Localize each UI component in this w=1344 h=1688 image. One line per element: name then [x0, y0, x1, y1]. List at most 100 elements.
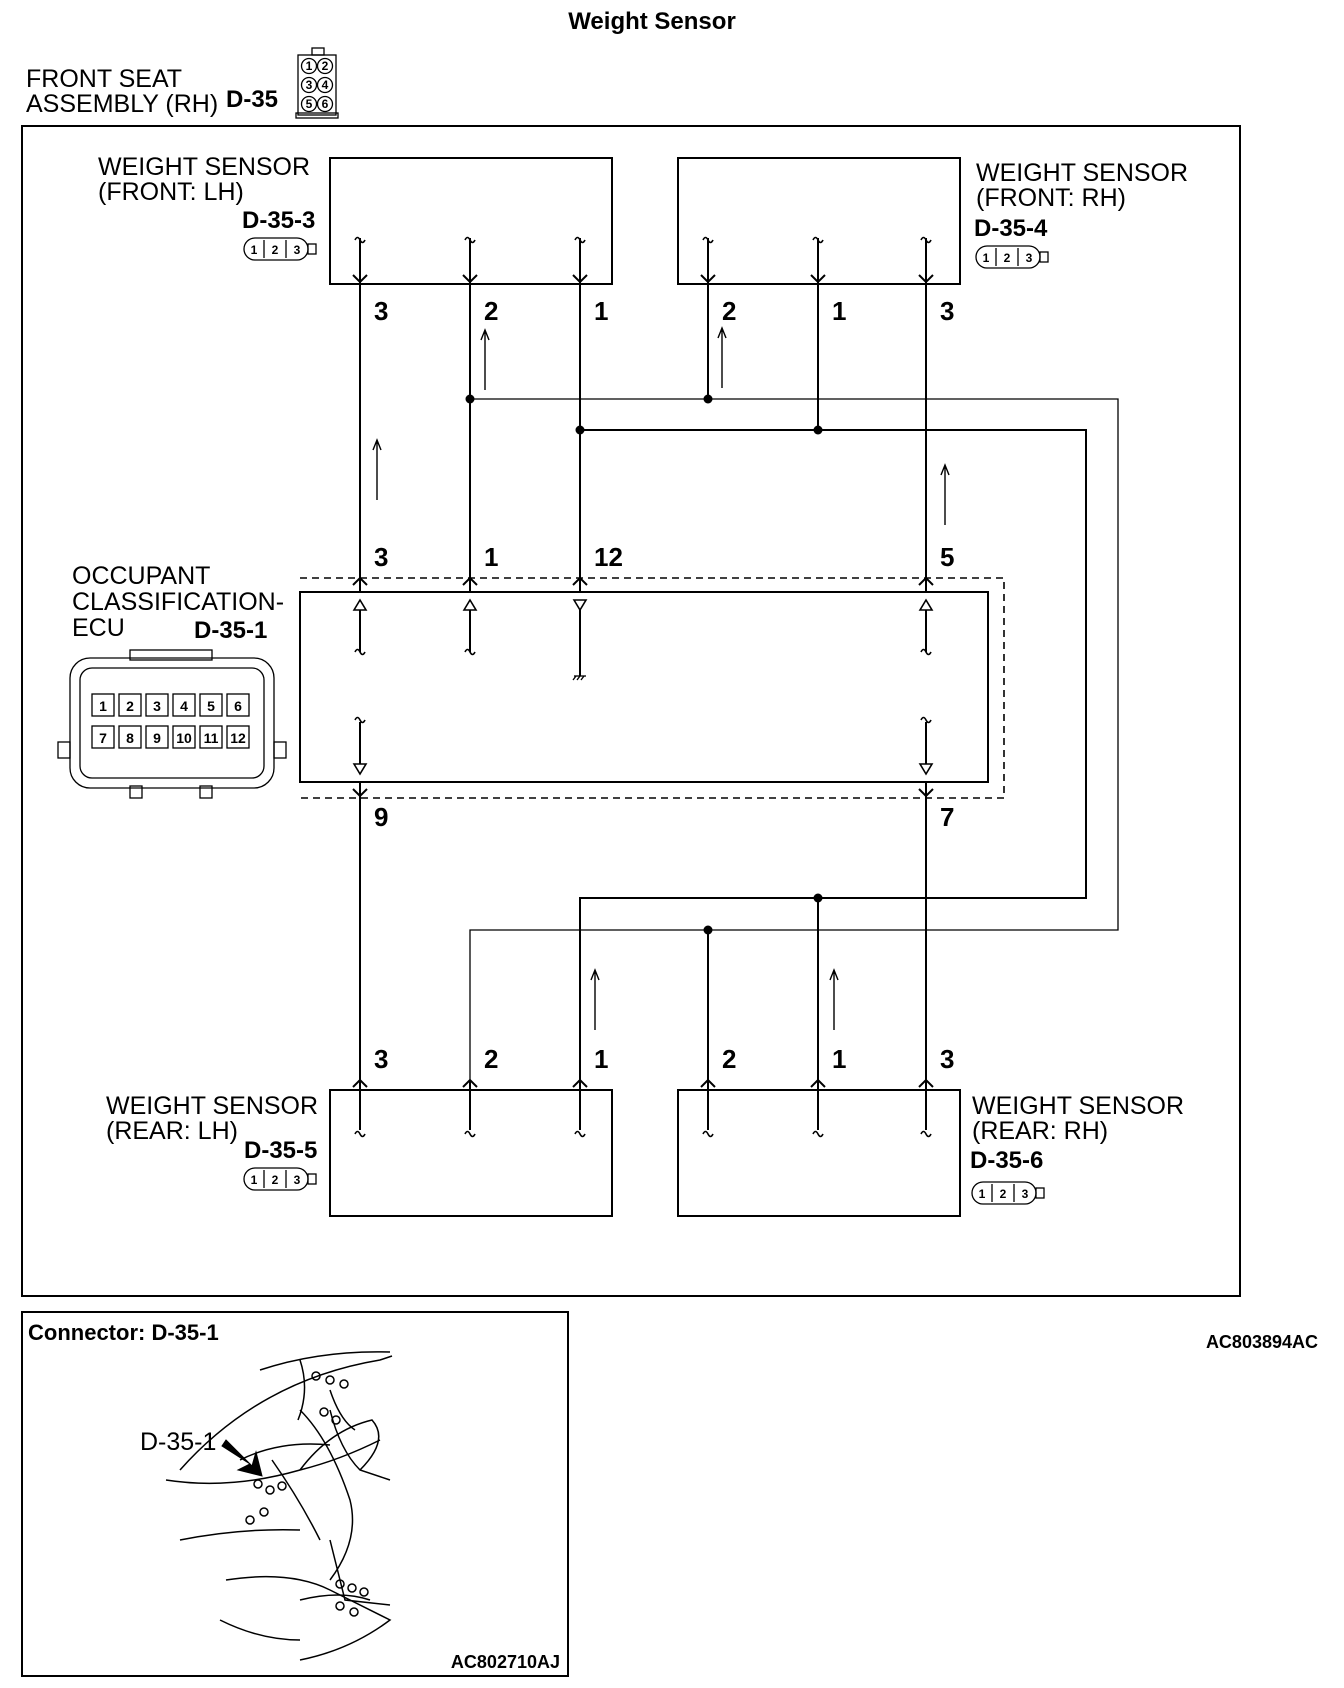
ecu-pin-cell [118, 725, 142, 749]
connector-pin: 2 [1000, 1187, 1007, 1201]
figure-code: AC803894AC [1206, 1332, 1318, 1352]
assembly-pin: 6 [322, 97, 329, 111]
rear-lh-sensor: 3 2 1 WEIGHT SENSOR (REAR: LH) D-35-5 1 … [106, 1044, 613, 1217]
ecu-connector-id: D-35-1 [194, 617, 267, 644]
ecu-pin-number: 8 [126, 730, 134, 746]
pin-number: 1 [484, 542, 498, 572]
pin-number: 2 [484, 296, 498, 326]
pin-number: 1 [832, 1044, 846, 1074]
front-lh-sensor: WEIGHT SENSOR (FRONT: LH) D-35-3 1 2 3 3… [98, 153, 613, 326]
ecu-label: CLASSIFICATION- [72, 588, 284, 616]
ecu-pin-number: 9 [153, 730, 161, 746]
car-interior-sketch [165, 1351, 393, 1661]
assembly-connector-id: D-35 [226, 86, 278, 113]
pin-number: 5 [940, 542, 954, 572]
diagram-frame [21, 125, 1241, 1297]
assembly-label-line1: FRONT SEAT [26, 65, 182, 93]
connector-3pin-icon: 1 2 3 [243, 1167, 317, 1191]
pin-number: 3 [374, 296, 388, 326]
pin-number: 2 [722, 1044, 736, 1074]
ecu-label: OCCUPANT [72, 562, 210, 590]
connector-location-inset: Connector: D-35-1 D-35-1 [21, 1311, 569, 1677]
connector-pin: 1 [983, 251, 990, 265]
sensor-label: (REAR: LH) [106, 1117, 238, 1145]
connector-pin: 1 [251, 1173, 258, 1187]
sensor-label: (REAR: RH) [972, 1117, 1108, 1145]
pin-number: 2 [722, 296, 736, 326]
connector-3pin-icon: 1 2 3 [975, 245, 1049, 269]
connector-pin: 2 [1004, 251, 1011, 265]
inset-title: Connector: D-35-1 [28, 1320, 219, 1345]
connector-pin: 1 [979, 1187, 986, 1201]
ecu-pin-number: 7 [99, 730, 107, 746]
sensor-label: (FRONT: RH) [976, 184, 1126, 212]
sensor-label: WEIGHT SENSOR [976, 159, 1188, 187]
rear-rh-sensor: 2 1 3 WEIGHT SENSOR (REAR: RH) D-35-6 1 … [677, 1044, 1184, 1217]
assembly-connector-icon: 1 2 3 4 5 6 [295, 47, 339, 119]
pin-number: 3 [940, 296, 954, 326]
assembly-pin: 4 [322, 78, 329, 92]
page-title: Weight Sensor [568, 8, 736, 35]
ecu-pin-number: 6 [234, 698, 242, 714]
ecu-pin-cell [172, 725, 196, 749]
front-rh-sensor: WEIGHT SENSOR (FRONT: RH) D-35-4 1 2 3 2… [677, 157, 1188, 326]
ecu-pin-cell [118, 693, 142, 717]
pin-number: 1 [832, 296, 846, 326]
connector-3pin-icon: 1 2 3 [971, 1181, 1045, 1205]
inset-figure-code: AC802710AJ [451, 1652, 560, 1672]
ecu-pin-number: 2 [126, 698, 134, 714]
ecu-pin-number: 4 [180, 698, 188, 714]
ecu-pin-number: 11 [204, 730, 219, 746]
ecu-pin-cell [91, 725, 115, 749]
pin-number: 2 [484, 1044, 498, 1074]
sensor-connector-id: D-35-3 [242, 207, 315, 234]
wires [359, 282, 1119, 1090]
ecu-pin-cell [145, 725, 169, 749]
assembly-label-line2: ASSEMBLY (RH) [26, 90, 218, 118]
sensor-label: WEIGHT SENSOR [106, 1092, 318, 1120]
connector-pin: 3 [1022, 1187, 1029, 1201]
ecu-pin-cell [199, 693, 223, 717]
sensor-label: WEIGHT SENSOR [98, 153, 310, 181]
pin-number: 12 [594, 542, 623, 572]
connector-pin: 3 [294, 243, 301, 257]
ecu-pin-cell [199, 725, 223, 749]
ecu-label: ECU [72, 614, 125, 642]
ecu-pin-cell [91, 693, 115, 717]
ecu-pin-cell [172, 693, 196, 717]
connector-pin: 2 [272, 243, 279, 257]
connector-pin: 1 [251, 243, 258, 257]
ecu-pin-cell [226, 693, 250, 717]
assembly-pin: 1 [306, 59, 313, 73]
connector-3pin-icon: 1 2 3 [243, 237, 317, 261]
sensor-connector-id: D-35-6 [970, 1147, 1043, 1174]
assembly-pin: 5 [306, 97, 313, 111]
sensor-connector-id: D-35-5 [244, 1137, 317, 1164]
pin-number: 3 [374, 542, 388, 572]
sensor-connector-id: D-35-4 [974, 215, 1048, 242]
ecu: 3 1 12 5 9 7 OCCUPANT CLASSIFICATION- EC… [72, 542, 1005, 832]
ecu-pin-number: 12 [230, 730, 246, 746]
inset-callout-label: D-35-1 [140, 1428, 216, 1456]
pin-number: 3 [940, 1044, 954, 1074]
ecu-pin-number: 5 [207, 698, 215, 714]
assembly-pin: 2 [322, 59, 329, 73]
pin-number: 1 [594, 296, 608, 326]
pin-number: 1 [594, 1044, 608, 1074]
pin-number: 7 [940, 802, 954, 832]
connector-pin: 3 [1026, 251, 1033, 265]
ecu-pin-number: 3 [153, 698, 161, 714]
pin-number: 9 [374, 802, 388, 832]
connector-pin: 2 [272, 1173, 279, 1187]
sensor-label: WEIGHT SENSOR [972, 1092, 1184, 1120]
ecu-pin-cell [226, 725, 250, 749]
ecu-pin-number: 1 [99, 698, 107, 714]
connector-pin: 3 [294, 1173, 301, 1187]
pin-number: 3 [374, 1044, 388, 1074]
callout-arrow-icon [221, 1439, 263, 1477]
ecu-pin-number: 10 [176, 730, 192, 746]
ecu-pin-cell [145, 693, 169, 717]
sensor-label: (FRONT: LH) [98, 178, 244, 206]
